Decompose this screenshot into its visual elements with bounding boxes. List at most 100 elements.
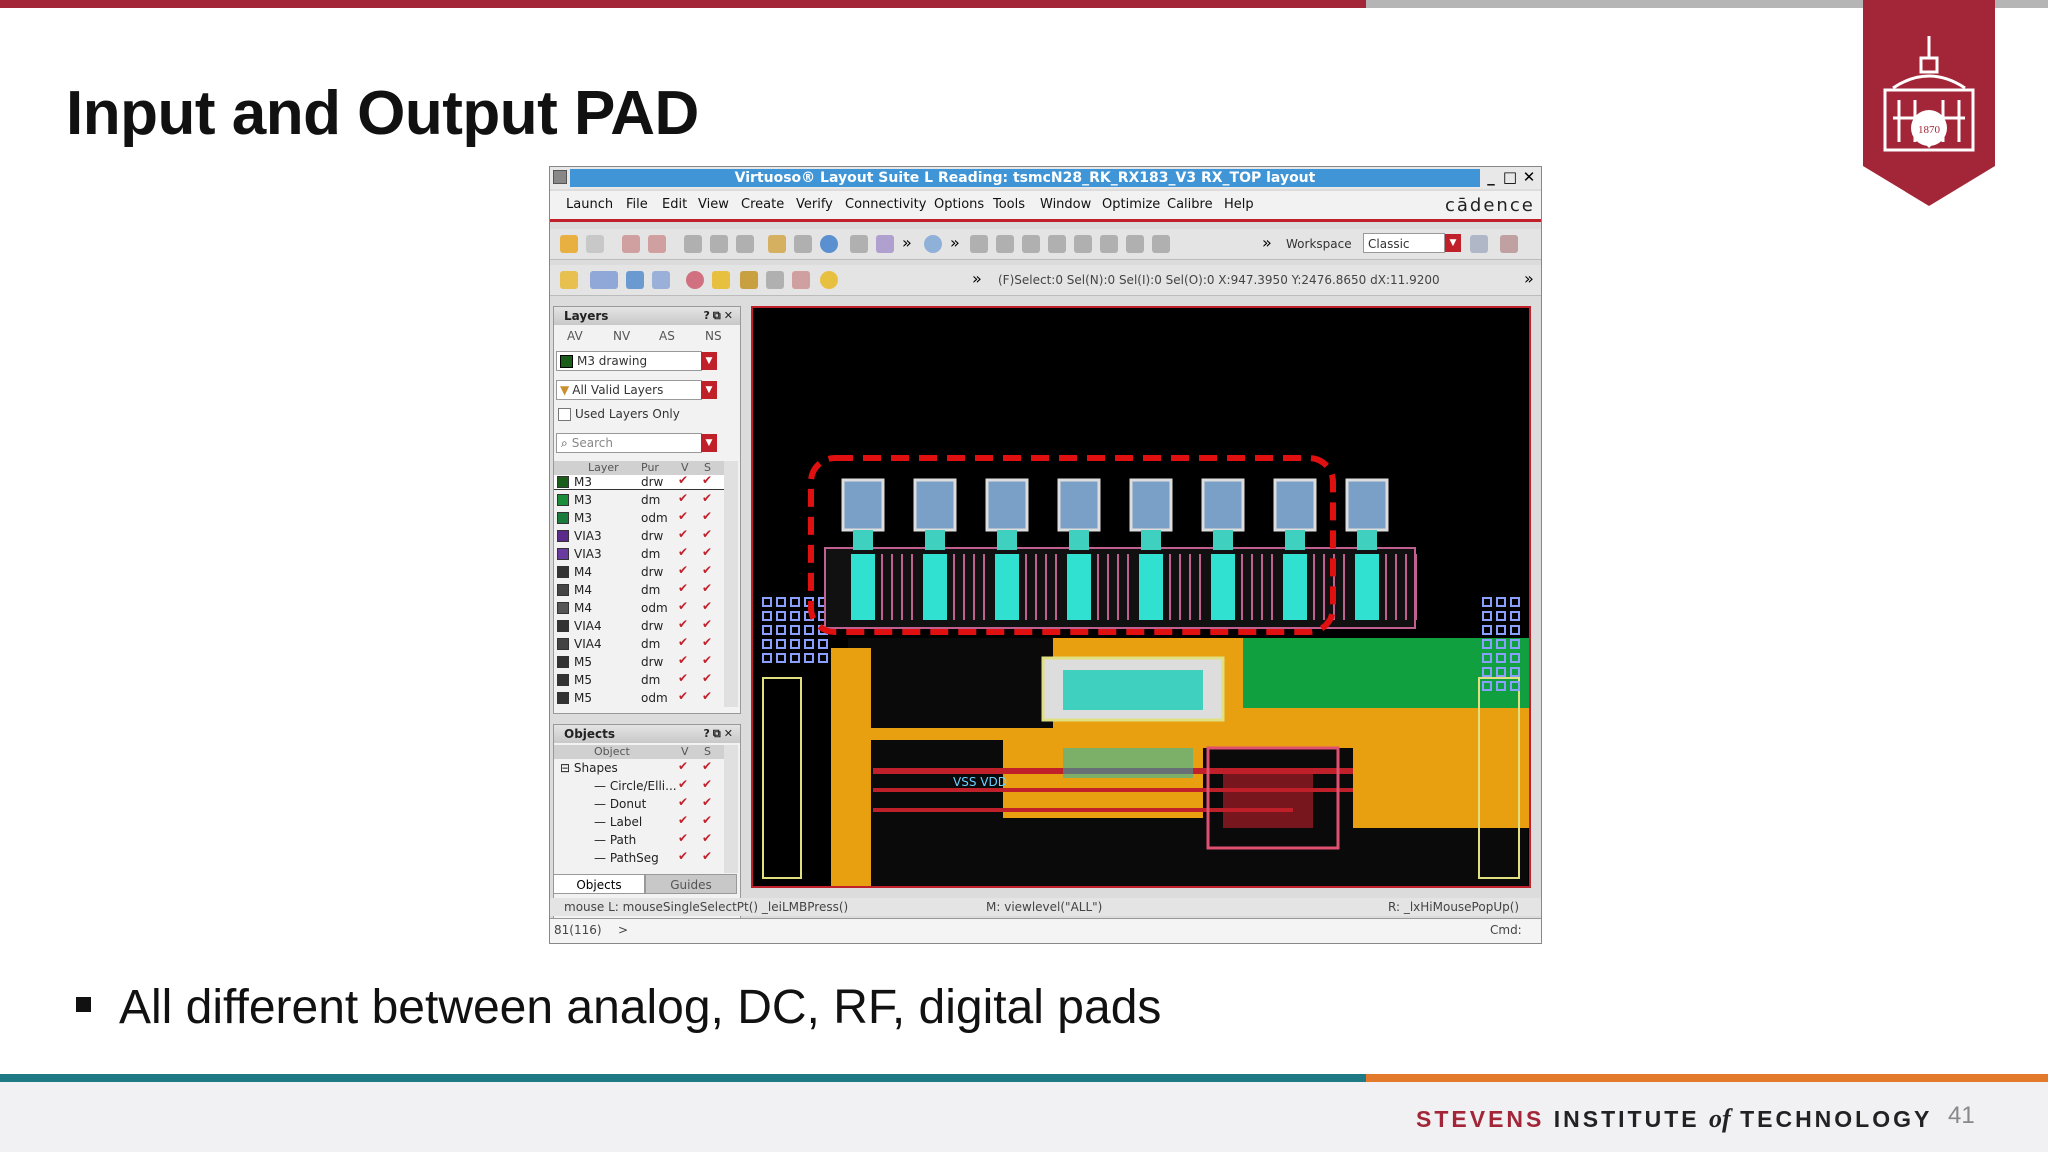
col-as[interactable]: AS (659, 329, 675, 343)
refresh-icon[interactable] (1048, 235, 1066, 253)
selectable-checkbox[interactable]: ✔ (702, 527, 713, 541)
undo-icon[interactable] (622, 235, 640, 253)
visible-checkbox[interactable]: ✔ (678, 599, 689, 613)
zoom-in-icon[interactable] (996, 235, 1014, 253)
wire-icon[interactable] (766, 271, 784, 289)
selectable-checkbox[interactable]: ✔ (702, 491, 713, 505)
selectable-checkbox[interactable]: ✔ (702, 831, 713, 845)
command-prompt[interactable]: > (618, 923, 629, 937)
header-selectable[interactable]: S (704, 461, 711, 474)
menu-view[interactable]: View (698, 197, 729, 212)
menu-tools[interactable]: Tools (993, 197, 1026, 212)
selectable-checkbox[interactable]: ✔ (702, 689, 713, 703)
more-tools-icon[interactable]: » (902, 233, 912, 252)
used-layers-checkbox[interactable]: Used Layers Only (558, 407, 680, 421)
panel-controls-icon[interactable]: ?⧉✕ (703, 309, 736, 322)
visible-checkbox[interactable]: ✔ (678, 509, 689, 523)
menu-launch[interactable]: Launch (566, 197, 614, 212)
menu-create[interactable]: Create (741, 197, 785, 212)
stretch-icon[interactable] (736, 235, 754, 253)
object-row[interactable]: — Path✔✔ (554, 831, 724, 847)
more-view-icon[interactable]: » (1262, 233, 1272, 252)
menu-help[interactable]: Help (1224, 197, 1254, 212)
path-icon[interactable] (792, 271, 810, 289)
more-status-icon[interactable]: » (1524, 269, 1534, 288)
visible-checkbox[interactable]: ✔ (678, 581, 689, 595)
header-obj-visible[interactable]: V (681, 745, 689, 758)
visible-checkbox[interactable]: ✔ (678, 653, 689, 667)
objects-panel-controls-icon[interactable]: ?⧉✕ (703, 727, 736, 740)
workspace-save-icon[interactable] (1470, 235, 1488, 253)
menu-calibre[interactable]: Calibre (1167, 197, 1213, 212)
hint-icon[interactable] (820, 271, 838, 289)
col-ns[interactable]: NS (705, 329, 722, 343)
col-nv[interactable]: NV (613, 329, 631, 343)
visible-checkbox[interactable]: ✔ (678, 831, 689, 845)
zoom-out-icon[interactable] (1022, 235, 1040, 253)
layer-dropdown-icon[interactable]: ▼ (701, 352, 717, 370)
object-row[interactable]: — Label✔✔ (554, 813, 724, 829)
header-purpose[interactable]: Pur (641, 461, 659, 474)
tab-guides[interactable]: Guides (645, 874, 737, 894)
visible-checkbox[interactable]: ✔ (678, 777, 689, 791)
header-layer[interactable]: Layer (588, 461, 619, 474)
visible-checkbox[interactable]: ✔ (678, 813, 689, 827)
selectable-checkbox[interactable]: ✔ (702, 671, 713, 685)
snap-icon[interactable] (1152, 235, 1170, 253)
visible-checkbox[interactable]: ✔ (678, 635, 689, 649)
layer-filter-select[interactable]: ▼All Valid Layers (556, 380, 702, 400)
selectable-checkbox[interactable]: ✔ (702, 635, 713, 649)
layer-search-input[interactable]: ⌕Search (556, 433, 702, 453)
pan-icon[interactable] (876, 235, 894, 253)
visible-checkbox[interactable]: ✔ (678, 761, 689, 773)
more-zoom-icon[interactable]: » (950, 233, 960, 252)
copy-icon[interactable] (710, 235, 728, 253)
marker-icon[interactable] (740, 271, 758, 289)
selectable-checkbox[interactable]: ✔ (702, 653, 713, 667)
warning-icon[interactable] (712, 271, 730, 289)
menu-connectivity[interactable]: Connectivity (845, 197, 927, 212)
layout-canvas[interactable]: VSS VDD (751, 306, 1531, 888)
col-av[interactable]: AV (567, 329, 583, 343)
selectable-checkbox[interactable]: ✔ (702, 563, 713, 577)
grid-icon[interactable] (1126, 235, 1144, 253)
selectable-checkbox[interactable]: ✔ (702, 475, 713, 487)
close-button[interactable]: ✕ (1522, 168, 1536, 186)
visible-checkbox[interactable]: ✔ (678, 795, 689, 809)
menu-file[interactable]: File (626, 197, 648, 212)
redo-icon[interactable] (648, 235, 666, 253)
menu-verify[interactable]: Verify (796, 197, 833, 212)
object-row[interactable]: — Circle/Elli...✔✔ (554, 777, 724, 793)
search-hier-icon[interactable] (850, 235, 868, 253)
selectable-checkbox[interactable]: ✔ (702, 581, 713, 595)
selectable-checkbox[interactable]: ✔ (702, 599, 713, 613)
view-options-icon[interactable] (1074, 235, 1092, 253)
open-icon[interactable] (560, 235, 578, 253)
info-icon[interactable] (820, 235, 838, 253)
window-titlebar[interactable]: Virtuoso® Layout Suite L Reading: tsmcN2… (550, 167, 1541, 189)
selectable-checkbox[interactable]: ✔ (702, 761, 713, 773)
zoom-fit-icon[interactable] (970, 235, 988, 253)
visible-checkbox[interactable]: ✔ (678, 491, 689, 505)
maximize-button[interactable]: □ (1502, 168, 1518, 186)
header-visible[interactable]: V (681, 461, 689, 474)
display-icon[interactable] (1100, 235, 1118, 253)
tree-icon[interactable] (652, 271, 670, 289)
workspace-dropdown-icon[interactable]: ▼ (1445, 234, 1461, 252)
visible-checkbox[interactable]: ✔ (678, 563, 689, 577)
selectable-checkbox[interactable]: ✔ (702, 545, 713, 559)
ruler-icon[interactable] (794, 235, 812, 253)
visible-checkbox[interactable]: ✔ (678, 527, 689, 541)
object-group-row[interactable]: ⊟ Shapes✔✔ (554, 761, 724, 775)
visible-checkbox[interactable]: ✔ (678, 671, 689, 685)
selectable-checkbox[interactable]: ✔ (702, 795, 713, 809)
